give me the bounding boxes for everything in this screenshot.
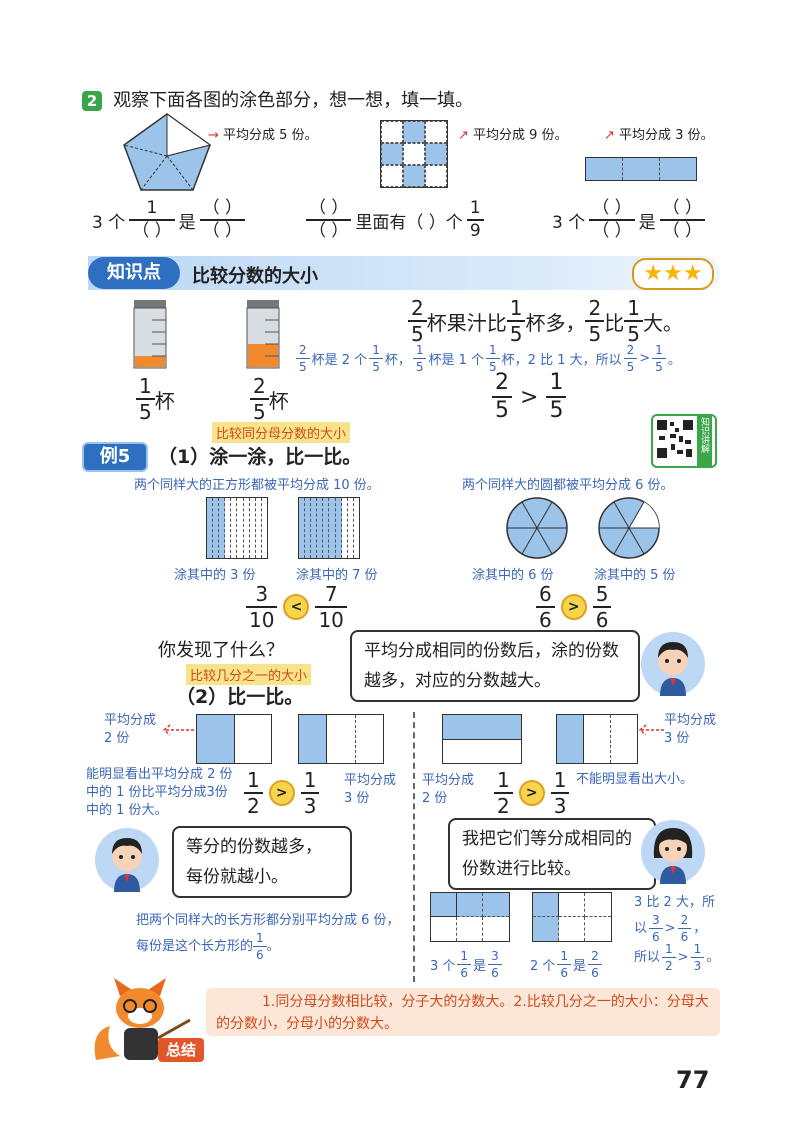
qr-code-label: 知识讲解 [697,416,712,466]
discover-question: 你发现了什么？ [158,640,284,661]
caption-3: 涂其中的 3 份 [174,568,256,583]
fill-in-1: 3 个 1（ ） 是 （ ）（ ） [92,200,246,240]
note-grid: ↗ 平均分成 9 份。 [458,128,568,143]
summary-tag: 总结 [158,1038,204,1062]
knowledge-title: 比较分数的大小 [192,266,318,287]
compare-sign: < [283,594,310,620]
caption-6: 涂其中的 6 份 [472,568,554,583]
exercise-title: 观察下面各图的涂色部分，想一想，填一填。 [113,90,474,111]
square-3-of-10 [206,497,268,559]
rect-halves-horizontal [442,714,522,764]
compare-sign: > [560,594,587,620]
exercise-2-header: 2 观察下面各图的涂色部分，想一想，填一填。 [82,86,473,112]
speech-bubble-girl: 我把它们等分成相同的份数进行比较。 [448,818,656,890]
note-thirds-left: 平均分成 3 份 [344,773,397,806]
page-number: 77 [676,1066,710,1094]
grid-3x3-figure [380,120,448,188]
cup-1-5 [133,300,167,369]
part-1-title: （1）涂一涂，比一比。 [158,446,362,468]
knowledge-header-band [88,256,720,290]
divider [413,712,415,982]
qr-code-icon [656,419,694,459]
summary-box: 1.同分母分数相比较，分子大的分数大。2.比较几分之一的大小：分母大的分数小，分… [206,988,720,1036]
girl-avatar [641,820,705,884]
note-halves-left: 平均分成 2 份 [104,713,157,746]
difficulty-stars: ★★★ [632,258,714,290]
rect-halves [196,714,272,764]
rect-thirds [298,714,384,764]
circle-5-of-6 [598,497,660,559]
square-7-of-10 [298,497,360,559]
rect-thirds-right [556,714,638,764]
note-pentagon: → 平均分成 5 份。 [208,128,318,143]
note-thirds-right: 平均分成 3 份 [664,713,717,746]
boy-avatar [641,632,705,696]
boy-avatar-2 [95,828,159,892]
knowledge-tag: 知识点 [88,257,180,289]
note-halves-right: 平均分成 2 份 [422,773,475,806]
cup-2-5 [246,300,280,369]
square-note: 两个同样大的正方形都被平均分成 10 份。 [134,478,380,493]
fox-teacher-mascot [94,978,191,1060]
grid-sixths-3 [430,892,510,942]
speech-bubble-rule: 平均分成相同的份数后，涂的份数越多，对应的分数越大。 [350,630,640,702]
exercise-number-badge: 2 [82,91,102,111]
caption-5: 涂其中的 5 份 [594,568,676,583]
arrow-icon [638,724,664,736]
grid-sixths-2 [532,892,612,942]
pentagon-figure [123,113,212,191]
explain-left: 能明显看出平均分成 2 份中的 1 份比平均分成3份中的 1 份大。 [86,767,233,818]
note-bar: ↗ 平均分成 3 份。 [604,128,714,143]
example-5-tag: 例5 [82,442,148,472]
answer-blank[interactable]: （ ）（ ） [199,200,246,240]
cannot-see-note: 不能明显看出大小。 [576,772,694,787]
compare-sign: > [518,780,545,806]
bar-3-figure [585,157,697,181]
answer-blank[interactable]: （ ）（ ） [659,200,706,240]
circle-note: 两个同样大的圆都被平均分成 6 份。 [462,478,674,493]
speech-bubble-boy: 等分的份数越多，每份就越小。 [172,826,352,898]
compare-sign: > [268,780,295,806]
summary-text: 1.同分母分数相比较，分子大的分数大。2.比较几分之一的大小：分母大的分数小，分… [216,994,709,1032]
hint-unit-fraction: 比较几分之一的大小 [186,664,312,685]
answer-blank[interactable]: （ ）（ ） [589,200,635,240]
answer-blank[interactable]: （ ）（ ） [306,200,352,240]
circle-6-of-6 [506,497,568,559]
caption-7: 涂其中的 7 份 [296,568,378,583]
qr-code[interactable]: 知识讲解 [651,414,717,468]
fill-in-3: 3 个 （ ）（ ） 是 （ ）（ ） [552,200,706,240]
arrow-icon [162,724,194,736]
part-2-title: （2）比一比。 [176,686,304,708]
hint-same-denominator: 比较同分母分数的大小 [212,422,351,443]
